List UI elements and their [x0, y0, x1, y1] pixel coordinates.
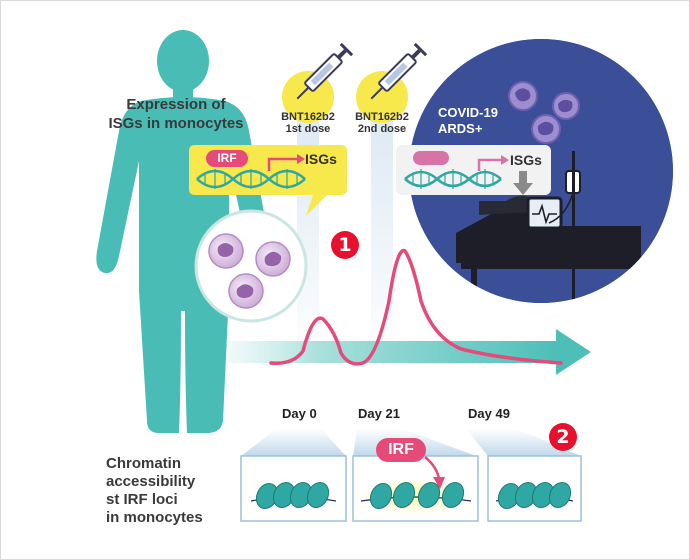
isgs-label-covid: ISGs	[510, 152, 542, 168]
day-label: Day 21	[358, 406, 400, 421]
title-line: st IRF loci	[106, 491, 178, 508]
syringe-icon	[370, 42, 428, 100]
hospital-bed-icon	[456, 151, 641, 303]
dose1-label: BNT162b2 1st dose	[273, 111, 343, 135]
covid-label: COVID-19 ARDS+	[438, 105, 498, 137]
isgs-label-vaccine: ISGs	[305, 151, 337, 167]
dose-line: BNT162b2	[281, 111, 335, 123]
title-line: accessibility	[106, 473, 196, 490]
day-label: Day 0	[282, 406, 317, 421]
unknown-factor-pill	[413, 151, 449, 165]
irf-pill-top: IRF	[206, 150, 248, 167]
down-arrow-icon	[513, 171, 533, 195]
dose-line: BNT162b2	[355, 111, 409, 123]
dose1-band	[297, 97, 319, 367]
zoom-day0	[240, 429, 347, 522]
covid-line: COVID-19	[438, 105, 498, 120]
syringe-icon	[296, 42, 354, 100]
irf-pill-bottom: IRF	[376, 438, 426, 462]
title-line: Expression of	[126, 96, 226, 113]
dose2-label: BNT162b2 2nd dose	[347, 111, 417, 135]
marker-two-badge: 2	[549, 423, 577, 451]
day-label: Day 49	[468, 406, 510, 421]
covid-monocyte-icon	[508, 81, 580, 144]
marker-one-badge: 1	[331, 231, 359, 259]
covid-callout	[396, 145, 551, 195]
title-line: Chromatin	[106, 455, 181, 472]
bottom-panel-title: Chromatin accessibility st IRF loci in m…	[106, 455, 226, 527]
nucleosomes-day49	[495, 481, 574, 510]
title-line: ISGs in monocytes	[108, 115, 244, 132]
dose-line: 1st dose	[285, 123, 331, 135]
top-panel-title: Expression of ISGs in monocytes	[96, 95, 256, 133]
title-line: in monocytes	[106, 509, 203, 526]
isg-expression-curve	[269, 248, 563, 366]
monocyte-lens	[194, 209, 308, 323]
nucleosomes-day21-open	[360, 481, 472, 510]
dose-line: 2nd dose	[357, 123, 407, 135]
covid-line: ARDS+	[438, 121, 483, 136]
nucleosomes-day0	[250, 481, 337, 510]
